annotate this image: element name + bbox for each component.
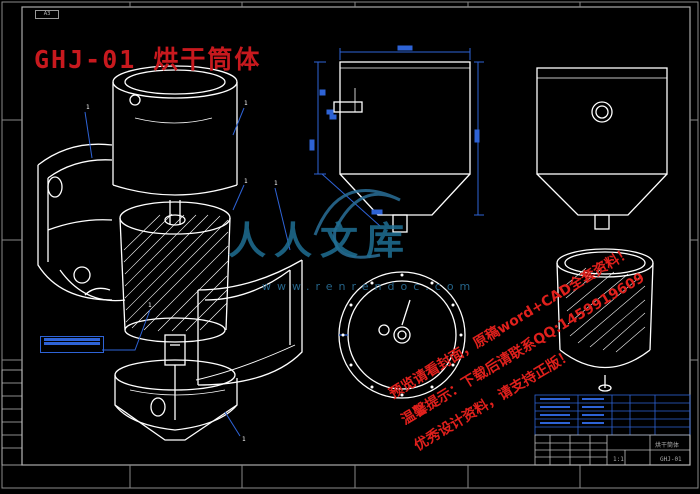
- brand-logo-text: 人人文库: [228, 218, 413, 263]
- callout-number: 1: [148, 302, 152, 309]
- logo-swoosh: [313, 189, 401, 259]
- leader-lines: [84, 107, 291, 437]
- callout-number: 1: [242, 436, 246, 443]
- title-block-scale: 1:1: [613, 456, 624, 463]
- side-view: [536, 67, 668, 230]
- exploded-view: [37, 65, 238, 343]
- parts-list: [534, 394, 691, 436]
- parts-list-text: [540, 398, 604, 424]
- drawing-title: GHJ-01 烘干筒体: [34, 45, 262, 74]
- top-view-bolt-holes: [341, 273, 463, 397]
- title-block-code: GHJ-01: [660, 456, 682, 463]
- exploded-lower: [114, 259, 303, 441]
- parts-annotation-box: [40, 336, 104, 353]
- front-view-dimensions: [309, 45, 484, 227]
- callout-number: 1: [274, 180, 278, 187]
- title-block-name: 烘干筒体: [655, 442, 680, 449]
- drawing-frame: [21, 6, 691, 466]
- side-strip-table: [1, 369, 23, 466]
- screw-hatching: [123, 213, 229, 332]
- callout-number: 1: [86, 104, 90, 111]
- zone-ticks: [2, 2, 698, 488]
- small-isometric: [556, 248, 654, 392]
- callout-number: 1: [244, 178, 248, 185]
- sheet-size-tag: A3: [35, 10, 59, 19]
- front-view: [333, 61, 471, 233]
- top-view: [338, 271, 466, 399]
- callout-number: 1: [244, 100, 248, 107]
- brand-url: www.renrendoc.com: [262, 280, 477, 293]
- title-block: [534, 434, 691, 466]
- small-isometric-hatch: [565, 267, 646, 353]
